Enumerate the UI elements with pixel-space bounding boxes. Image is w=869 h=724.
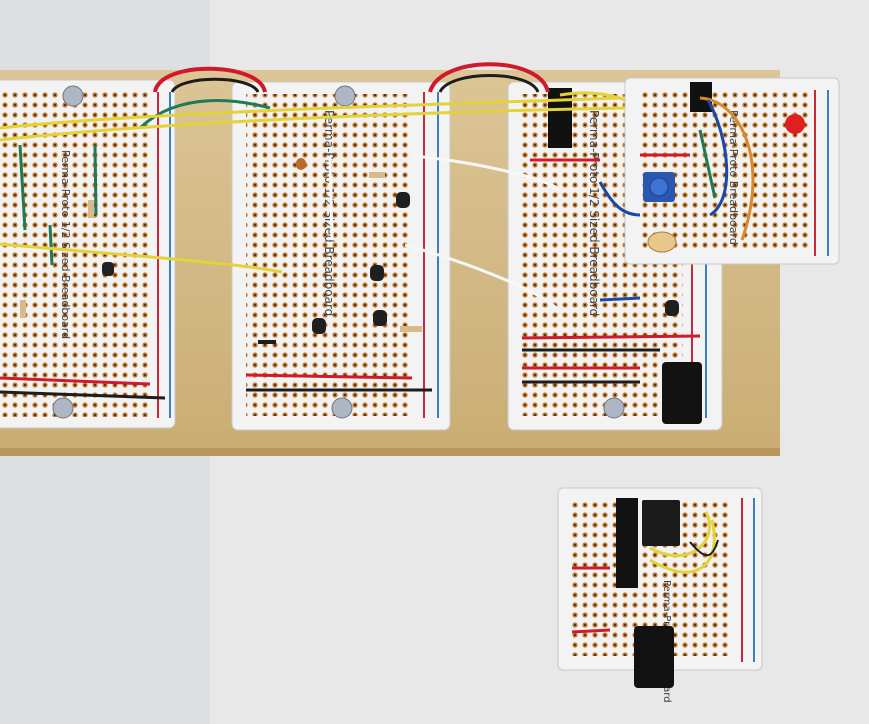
transistor-icon — [373, 310, 387, 326]
transistor-icon — [370, 265, 384, 281]
resistor-icon — [88, 200, 94, 218]
board-4-silk: Perma-Proto Breadboard — [727, 110, 740, 245]
screw-icon — [334, 85, 356, 107]
transistor-icon — [312, 318, 326, 334]
board-3-silk: Perma-Proto 1/2 Sized Breadboard — [587, 110, 601, 316]
wires — [0, 62, 641, 312]
board-4: Perma-Proto Breadboard — [624, 77, 840, 265]
board-2-silk: Perma-Proto 1/2 Sized Breadboard — [322, 110, 336, 316]
photoresistor-icon — [647, 231, 677, 253]
transistor-icon — [396, 192, 410, 208]
capacitor-icon — [296, 158, 306, 170]
resistor-icon — [400, 326, 422, 332]
resistor-icon — [369, 172, 385, 178]
ic-chip-icon — [642, 500, 680, 546]
header-pins-icon — [616, 498, 638, 588]
dc-jack-icon — [634, 626, 674, 688]
board-5: Perma-Proto Breadboard — [557, 487, 763, 703]
transistor-icon — [102, 262, 114, 276]
screw-icon — [62, 85, 84, 107]
board-2: Perma-Proto 1/2 Sized Breadboard — [231, 81, 451, 431]
screw-icon — [331, 397, 353, 419]
wood-plank-edge — [0, 448, 780, 456]
led-icon — [785, 114, 805, 134]
transistor-icon — [665, 300, 679, 316]
screw-icon — [603, 397, 625, 419]
board-1-silk: Perma-Proto 1/2 Sized Breadboard — [59, 150, 72, 339]
board-1: Perma-Proto 1/2 Sized Breadboard — [0, 79, 176, 429]
resistor-icon — [20, 300, 26, 318]
dc-jack-icon — [662, 362, 702, 424]
screw-icon — [52, 397, 74, 419]
